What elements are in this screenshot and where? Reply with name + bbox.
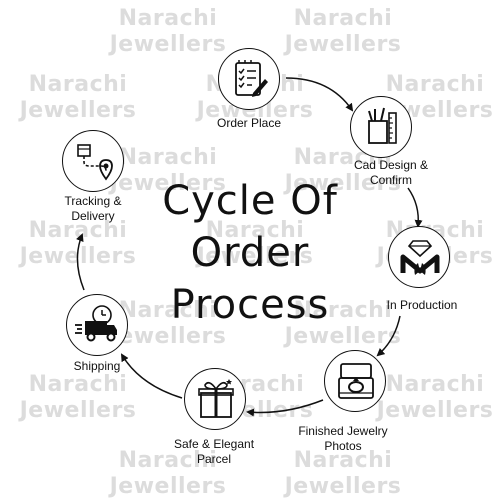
arrow-order-to-cad — [285, 77, 354, 112]
arrow-production-to-photos — [376, 315, 401, 357]
step-finished-photos-node — [324, 350, 386, 412]
step-tracking-node — [62, 130, 124, 192]
title-line-1: Cycle Of — [162, 178, 338, 224]
step-parcel-label: Safe & Elegant Parcel — [173, 437, 255, 466]
design-tools-icon — [368, 107, 397, 144]
step-cad-design-label: Cad Design & Confirm — [353, 158, 429, 187]
step-order-place-label: Order Place — [216, 116, 282, 130]
diamond-production-icon — [400, 240, 440, 275]
title-line-3: Process — [170, 282, 330, 328]
step-parcel-node — [184, 368, 246, 430]
step-order-place-node — [218, 48, 280, 110]
ring-box-icon — [338, 363, 374, 399]
gift-parcel-icon — [198, 379, 234, 418]
checklist-icon — [235, 60, 268, 97]
step-shipping-node — [66, 294, 128, 356]
step-finished-photos-label: Finished Jewelry Photos — [298, 424, 388, 453]
step-cad-design-node — [350, 96, 412, 158]
diagram-title: Cycle Of Order Process — [135, 175, 365, 331]
arrow-photos-to-parcel — [246, 399, 324, 417]
title-line-2: Order — [190, 230, 310, 276]
step-tracking-label: Tracking & Delivery — [64, 194, 122, 223]
tracking-route-icon — [77, 144, 113, 181]
step-shipping-label: Shipping — [73, 359, 121, 373]
arrow-cad-to-production — [407, 187, 423, 228]
arrow-shipping-to-tracking — [76, 233, 85, 291]
step-in-production-label: In Production — [386, 298, 458, 312]
step-in-production-node — [388, 226, 450, 288]
arrow-parcel-to-shipping — [120, 353, 183, 399]
delivery-truck-icon — [75, 305, 117, 342]
